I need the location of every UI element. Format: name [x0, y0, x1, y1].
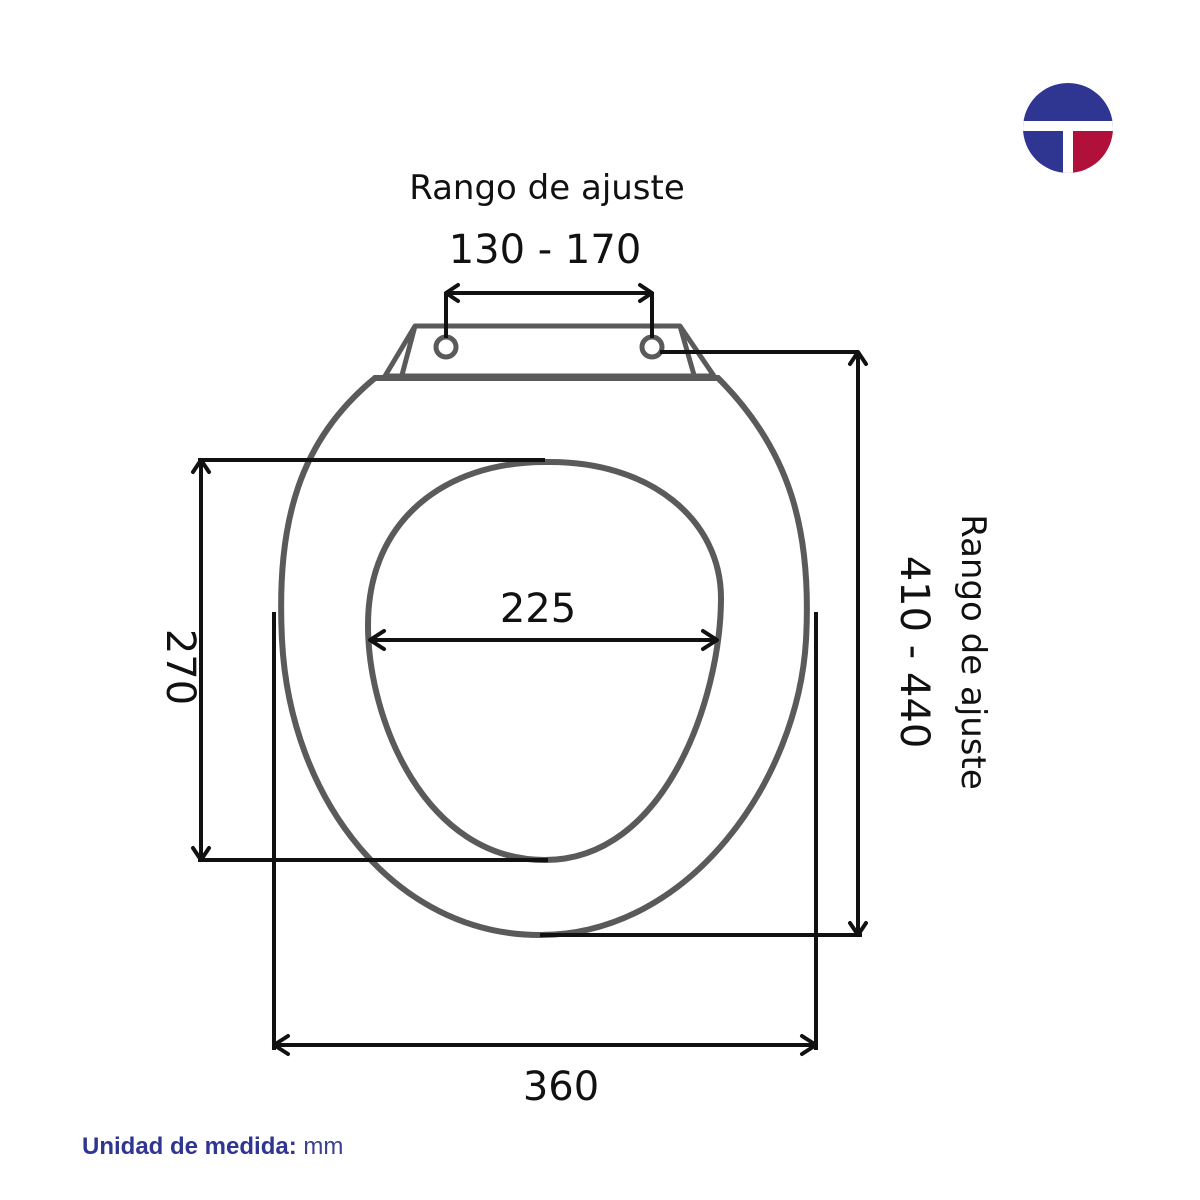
unit-label: Unidad de medida: — [82, 1133, 297, 1160]
inner-length-arrow-bottom — [191, 846, 211, 862]
outer-width-arrow-right — [800, 1034, 818, 1056]
logo-vertical-stripe — [1063, 126, 1073, 173]
inner-width-value: 225 — [500, 586, 576, 632]
brand-logo-icon — [1023, 83, 1113, 173]
outer-length-value: 410 - 440 — [891, 556, 937, 749]
outer-length-arrow-top — [848, 350, 868, 366]
logo-bottom-left — [1023, 128, 1068, 173]
outer-length-label: Rango de ajuste — [953, 514, 993, 790]
hinge-range-label: Rango de ajuste — [409, 168, 685, 208]
hinge-plate-edge-left — [399, 325, 418, 376]
inner-width-arrow-left — [368, 629, 386, 651]
measurement-unit-note: Unidad de medida: mm — [82, 1133, 343, 1161]
outer-length-arrow-bottom — [848, 921, 868, 937]
inner-length-value: 270 — [157, 629, 203, 705]
hinge-hole-right — [639, 334, 665, 360]
hinge-range-arrow-right — [638, 283, 654, 303]
logo-bottom-right — [1068, 128, 1113, 173]
hinge-range-arrow-left — [444, 283, 460, 303]
logo-top-half — [1023, 83, 1113, 128]
hinge-plate — [382, 323, 717, 379]
hinge-hole-left — [433, 334, 459, 360]
outer-width-value: 360 — [523, 1064, 599, 1110]
outer-width-arrow-left — [272, 1034, 290, 1056]
hinge-range-value: 130 - 170 — [449, 227, 642, 273]
inner-width-arrow-right — [701, 629, 719, 651]
unit-value: mm — [303, 1133, 344, 1160]
inner-length-arrow-top — [191, 458, 211, 474]
